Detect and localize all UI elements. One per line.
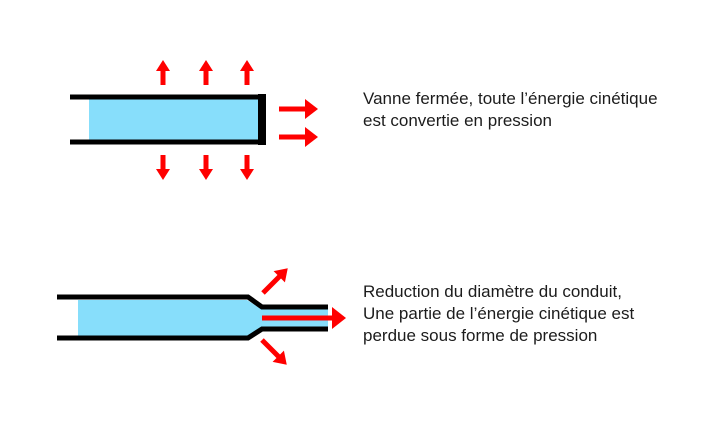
loss-down-right-arrow-icon (260, 338, 287, 365)
pressure-up-arrow-icon (156, 60, 170, 85)
pipe-top-wall (57, 294, 328, 310)
arrow-head (156, 60, 170, 71)
caption-reduced-diameter: Reduction du diamètre du conduit, Une pa… (363, 281, 634, 347)
arrow-head (199, 169, 213, 180)
arrow-head (240, 169, 254, 180)
pressure-right-arrow-icon (279, 99, 318, 119)
loss-up-right-arrow-icon (261, 268, 288, 295)
arrow-shaft (260, 338, 281, 359)
caption-text-line: Une partie de l’énergie cinétique est (363, 304, 635, 323)
arrow-head (332, 307, 346, 329)
caption-closed-valve: Vanne fermée, toute l’énergie cinétique … (363, 88, 658, 132)
arrow-head (305, 99, 318, 119)
fluid-body (89, 97, 259, 141)
arrow-head (273, 268, 288, 283)
outlet-flow-arrow-icon (262, 307, 346, 329)
caption-text-line: Reduction du diamètre du conduit, (363, 282, 622, 301)
pressure-right-arrow-icon (279, 127, 318, 147)
caption-text-line: perdue sous forme de pression (363, 326, 598, 345)
arrow-shaft (261, 274, 282, 295)
pressure-down-arrow-icon (156, 155, 170, 180)
pressure-down-arrow-icon (199, 155, 213, 180)
arrow-head (240, 60, 254, 71)
pressure-up-arrow-icon (199, 60, 213, 85)
pressure-down-arrow-icon (240, 155, 254, 180)
arrow-head (156, 169, 170, 180)
figure-closed-valve (70, 60, 318, 180)
figure-reduced-diameter (57, 268, 346, 365)
arrow-head (305, 127, 318, 147)
closed-valve-wall (258, 94, 266, 145)
arrow-head (272, 350, 287, 365)
caption-text-line: est convertie en pression (363, 111, 552, 130)
pressure-up-arrow-icon (240, 60, 254, 85)
caption-text-line: Vanne fermée, toute l’énergie cinétique (363, 89, 658, 108)
pipe-bottom-wall (57, 326, 328, 341)
arrow-head (199, 60, 213, 71)
